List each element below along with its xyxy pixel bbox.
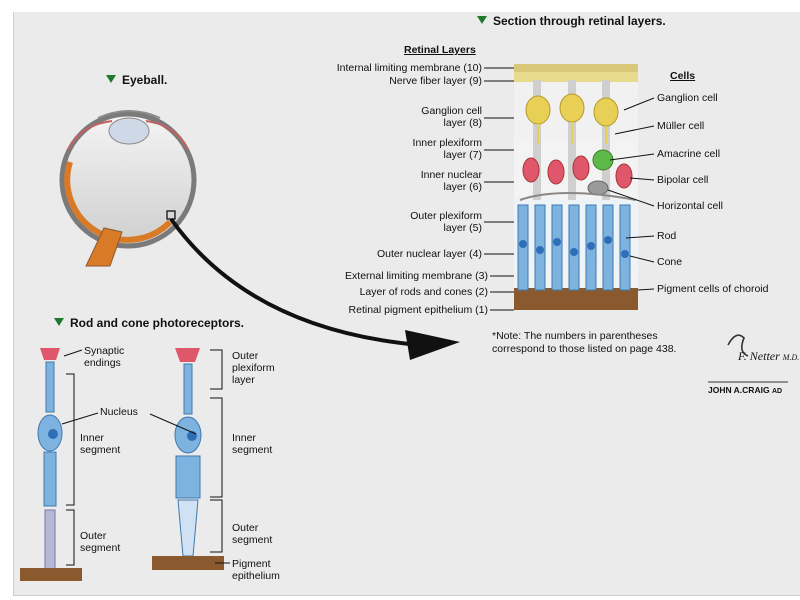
nerve-fiber-band	[514, 72, 638, 82]
layer-label-2: Layer of rods and cones (2)	[359, 286, 488, 298]
layer-label-4: Outer nuclear layer (4)	[376, 248, 482, 260]
rod-photoreceptor	[20, 348, 82, 581]
eye-choroid	[64, 161, 173, 243]
retina-section	[514, 64, 638, 310]
signature-name: F. Netter M.D.	[738, 349, 800, 363]
eye-sclera	[59, 111, 197, 249]
layer-label-9: Nerve fiber layer (9)	[389, 75, 482, 87]
pigment-band	[514, 288, 638, 310]
triangle-bullet-icon	[54, 318, 64, 326]
cell-label-bipolar: Bipolar cell	[657, 174, 709, 186]
cell-label-muller: Müller cell	[657, 120, 705, 132]
cell-label-cone: Cone	[657, 256, 683, 268]
layer-label-3: External limiting membrane (3)	[345, 270, 488, 282]
eyeball-title: Eyeball.	[106, 73, 167, 87]
cell-label-pigment: Pigment cells of choroid	[657, 283, 769, 295]
signature-credit: JOHN A.CRAIG AD	[708, 385, 783, 395]
cell-label-rod: Rod	[657, 230, 677, 242]
cell-leader-lines	[607, 97, 655, 291]
cells-heading: Cells	[670, 70, 696, 82]
layer-label-10: Internal limiting membrane (10)	[336, 62, 482, 74]
photoreceptor-title: Rod and cone photoreceptors.	[54, 316, 244, 330]
triangle-bullet-icon	[477, 16, 487, 24]
footnote: *Note: The numbers in parentheses corres…	[492, 330, 677, 355]
label-nucleus: Nucleus	[100, 406, 138, 418]
retinal-layers-heading: Retinal Layers	[404, 44, 476, 56]
eye-cornea	[97, 110, 161, 119]
photoreceptor-brackets	[61, 349, 230, 566]
cell-label-ganglion: Ganglion cell	[657, 92, 718, 104]
optic-nerve	[85, 227, 123, 267]
layer-label-1: Retinal pigment epithelium (1)	[348, 304, 488, 316]
retina-title: Section through retinal layers.	[477, 14, 666, 28]
eyeball-illustration	[59, 110, 197, 267]
cone-photoreceptor	[152, 348, 224, 570]
triangle-bullet-icon	[106, 75, 116, 83]
curved-arrow	[169, 217, 421, 347]
figure-panel	[13, 12, 800, 596]
eye-lens	[108, 117, 150, 145]
horizontal-cell	[587, 180, 609, 196]
signature-mark	[708, 334, 788, 383]
cell-label-amacrine: Amacrine cell	[657, 148, 721, 160]
cell-label-horizontal: Horizontal cell	[657, 200, 723, 212]
arrow-head	[405, 330, 460, 360]
layer-leader-lines	[484, 67, 514, 311]
ilm-band	[514, 64, 638, 72]
